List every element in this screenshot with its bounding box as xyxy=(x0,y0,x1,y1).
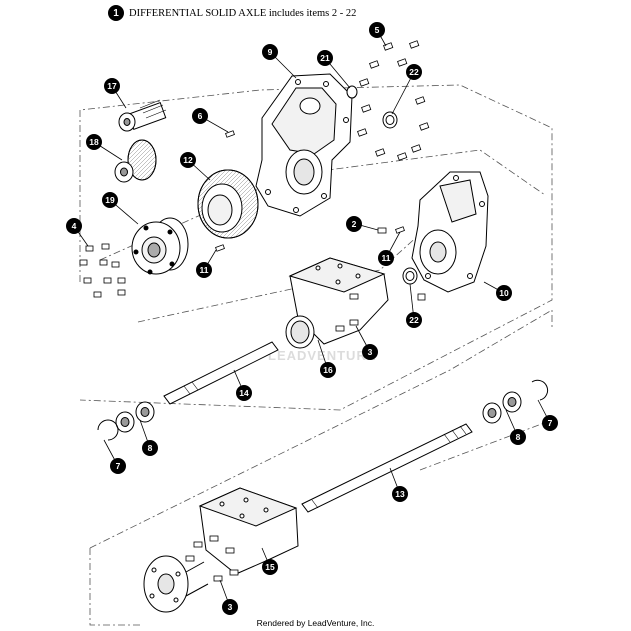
svg-text:16: 16 xyxy=(323,365,333,375)
svg-text:7: 7 xyxy=(548,418,553,428)
callout-22: 22 xyxy=(406,312,422,328)
callout-7: 7 xyxy=(542,415,558,431)
header-title: DIFFERENTIAL SOLID AXLE includes items 2… xyxy=(129,7,357,19)
callout-5: 5 xyxy=(369,22,385,38)
callout-15: 15 xyxy=(262,559,278,575)
assembly-frames xyxy=(79,84,553,626)
svg-text:12: 12 xyxy=(183,155,193,165)
gear-case-half-9 xyxy=(255,73,353,217)
bearings-and-rings xyxy=(97,379,549,441)
svg-text:8: 8 xyxy=(148,443,153,453)
callout-2: 2 xyxy=(346,216,362,232)
differential-carrier-19 xyxy=(131,217,189,275)
svg-text:21: 21 xyxy=(320,53,330,63)
svg-text:10: 10 xyxy=(499,288,509,298)
callout-14: 14 xyxy=(236,385,252,401)
svg-text:3: 3 xyxy=(368,347,373,357)
callout-22: 22 xyxy=(406,64,422,80)
callout-8: 8 xyxy=(510,429,526,445)
axle-housing-16 xyxy=(285,257,389,349)
svg-text:22: 22 xyxy=(409,67,419,77)
pinion-shaft-17 xyxy=(118,99,167,132)
svg-text:5: 5 xyxy=(375,25,380,35)
callout-16: 16 xyxy=(320,362,336,378)
axle-shaft-13 xyxy=(301,423,473,513)
callout-9: 9 xyxy=(262,44,278,60)
footer-credit: Rendered by LeadVenture, Inc. xyxy=(256,618,375,628)
svg-text:18: 18 xyxy=(89,137,99,147)
svg-text:11: 11 xyxy=(382,253,391,263)
callout-10: 10 xyxy=(496,285,512,301)
svg-text:15: 15 xyxy=(265,562,275,572)
svg-text:9: 9 xyxy=(268,47,273,57)
seals xyxy=(346,85,418,285)
callout-12: 12 xyxy=(180,152,196,168)
watermark: LEADVENTURE xyxy=(268,348,377,363)
svg-text:3: 3 xyxy=(228,602,233,612)
axle-housing-15 xyxy=(143,487,299,613)
svg-text:13: 13 xyxy=(395,489,405,499)
diagram-header: 1 DIFFERENTIAL SOLID AXLE includes items… xyxy=(108,4,356,22)
callout-4: 4 xyxy=(66,218,82,234)
svg-text:11: 11 xyxy=(200,265,209,275)
svg-text:6: 6 xyxy=(198,111,203,121)
callout-6: 6 xyxy=(192,108,208,124)
callout-21: 21 xyxy=(317,50,333,66)
svg-text:2: 2 xyxy=(352,219,357,229)
callout-3: 3 xyxy=(362,344,378,360)
pinion-gear-18 xyxy=(114,139,157,183)
ring-gear-12 xyxy=(197,169,259,239)
svg-text:14: 14 xyxy=(239,388,249,398)
callout-8: 8 xyxy=(142,440,158,456)
callouts: 2 3 3 4 5 6 7 7 8 8 9 10 11 11 12 13 14 … xyxy=(66,22,558,615)
callout-11: 11 xyxy=(196,262,212,278)
svg-text:4: 4 xyxy=(72,221,77,231)
svg-text:22: 22 xyxy=(409,315,419,325)
callout-11: 11 xyxy=(378,250,394,266)
header-item-badge: 1 xyxy=(108,5,124,21)
svg-text:8: 8 xyxy=(516,432,521,442)
callout-13: 13 xyxy=(392,486,408,502)
callout-17: 17 xyxy=(104,78,120,94)
callout-7: 7 xyxy=(110,458,126,474)
svg-text:19: 19 xyxy=(105,195,115,205)
callout-18: 18 xyxy=(86,134,102,150)
svg-text:7: 7 xyxy=(116,461,121,471)
svg-text:17: 17 xyxy=(107,81,117,91)
gear-case-half-10 xyxy=(411,171,489,293)
axle-shaft-14 xyxy=(163,341,279,405)
callout-19: 19 xyxy=(102,192,118,208)
bolts xyxy=(79,40,430,582)
callout-3: 3 xyxy=(222,599,238,615)
